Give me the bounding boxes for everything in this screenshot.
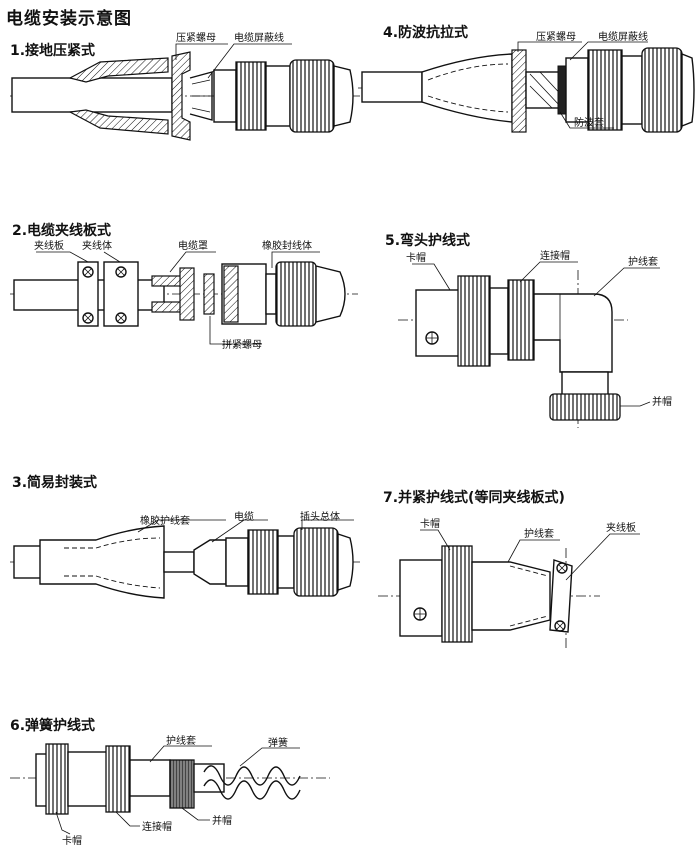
fig-2-cable-clamp-plate xyxy=(10,251,358,345)
fig2-callout-cable-cover: 电缆罩 xyxy=(178,239,208,252)
section-4-label: 4.防波抗拉式 xyxy=(383,25,469,41)
fig6-callout-cap: 卡帽 xyxy=(62,834,82,847)
fig-1-ground-compression xyxy=(10,43,360,141)
fig6-callout-protector: 护线套 xyxy=(166,734,196,747)
fig3-callout-cable: 电缆 xyxy=(234,510,254,523)
fig7-callout-protector: 护线套 xyxy=(524,527,554,540)
fig5-callout-and-cap: 并帽 xyxy=(652,395,672,408)
fig5-callout-coupling-cap: 连接帽 xyxy=(540,249,570,262)
fig3-callout-plug-body: 插头总体 xyxy=(300,510,340,523)
fig4-callout-compression-nut: 压紧螺母 xyxy=(536,31,576,43)
fig3-callout-rubber-protector: 橡胶护线套 xyxy=(140,514,190,527)
fig2-callout-clamp-plate: 夹线板 xyxy=(34,239,64,252)
fig1-callout-shield-wire: 电缆屏蔽线 xyxy=(234,31,284,44)
fig4-callout-antiwave-sleeve: 防波套 xyxy=(574,116,604,129)
fig4-callout-shield-wire: 电缆屏蔽线 xyxy=(598,30,648,43)
fig5-callout-protector: 护线套 xyxy=(628,255,658,268)
fig2-callout-lock-nut: 拼紧螺母 xyxy=(222,338,262,351)
fig-7-parallel-protector xyxy=(378,529,640,648)
fig6-callout-and-cap: 并帽 xyxy=(212,814,232,827)
fig-6-spring-protector xyxy=(10,743,330,835)
fig-5-elbow-protector xyxy=(398,261,660,428)
section-1-label: 1.接地压紧式 xyxy=(10,43,96,59)
section-3-label: 3.简易封装式 xyxy=(12,475,98,491)
fig1-callout-compression-nut: 压紧螺母 xyxy=(176,32,216,44)
section-2-label: 2.电缆夹线板式 xyxy=(12,223,112,239)
fig2-callout-rubber-seal: 橡胶封线体 xyxy=(262,239,312,252)
fig-4-antiwave-tension xyxy=(358,41,695,133)
fig6-callout-coupling-cap: 连接帽 xyxy=(142,820,172,833)
section-7-label: 7.并紧护线式(等同夹线板式) xyxy=(383,490,565,506)
fig7-callout-cap: 卡帽 xyxy=(420,517,440,530)
fig2-callout-clamp-body: 夹线体 xyxy=(82,239,112,252)
section-5-label: 5.弯头护线式 xyxy=(385,233,471,249)
fig7-callout-clamp-plate: 夹线板 xyxy=(606,521,636,534)
fig-3-simple-seal xyxy=(10,519,360,599)
page-title: 电缆安装示意图 xyxy=(6,9,132,29)
fig6-callout-spring: 弹簧 xyxy=(268,736,288,749)
section-6-label: 6.弹簧护线式 xyxy=(10,718,96,734)
fig5-callout-cap: 卡帽 xyxy=(406,251,426,264)
